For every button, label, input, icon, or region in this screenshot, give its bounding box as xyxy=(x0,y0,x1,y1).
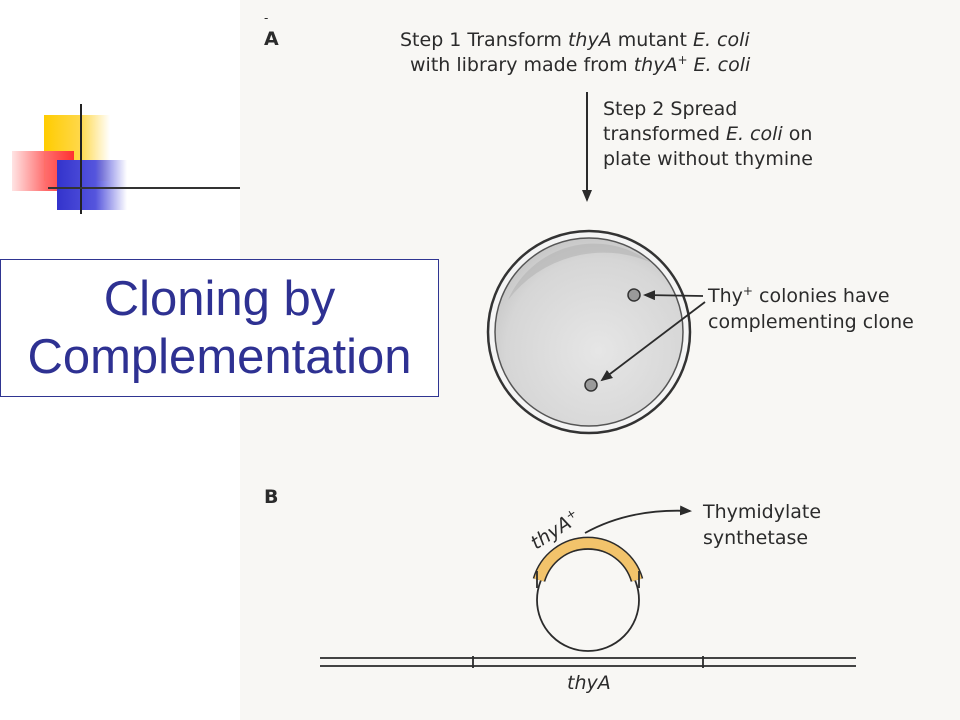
slide-title-line-2: Complementation xyxy=(27,330,412,384)
step1-line2-gene: thyA xyxy=(634,54,678,76)
step1-line2-sup: + xyxy=(677,53,687,67)
step1-line1-pre: Step 1 Transform xyxy=(400,29,568,51)
deco-vertical-line xyxy=(80,104,82,214)
product-arrow xyxy=(584,505,692,534)
step1-line1-org: E. coli xyxy=(693,29,750,51)
panel-b-label: B xyxy=(264,486,278,508)
slide-title-box: Cloning by Complementation xyxy=(0,259,439,397)
colonies-line1-sup: + xyxy=(743,284,753,298)
step1-line1-gene: thyA xyxy=(568,29,612,51)
step2-line3: plate without thymine xyxy=(603,148,813,170)
deco-blue-square xyxy=(57,160,127,210)
step1-line2-pre: with library made from xyxy=(410,54,634,76)
step1-line1-mid: mutant xyxy=(612,29,693,51)
colony-arrow-1 xyxy=(643,290,704,301)
colony-1 xyxy=(627,288,641,302)
step1-line2: with library made from thyA+ E. coli xyxy=(410,53,751,76)
step1-line1: Step 1 Transform thyA mutant E. coli xyxy=(400,29,750,51)
step2-line2-org: E. coli xyxy=(726,123,783,145)
step2-line2: transformed E. coli on xyxy=(603,123,812,145)
figure-mark: - xyxy=(264,11,268,25)
colonies-line1-pre: Thy xyxy=(707,285,743,307)
product-line1: Thymidylate xyxy=(702,501,821,523)
deco-horizontal-line xyxy=(48,187,240,189)
product-line2: synthetase xyxy=(703,527,808,549)
colony-2 xyxy=(584,378,598,392)
petri-plate-agar xyxy=(494,237,684,427)
insert-thyA-plus xyxy=(534,538,642,582)
step1-line2-org: E. coli xyxy=(688,54,751,76)
step2-line2-pre: transformed xyxy=(603,123,726,145)
step2-line2-post: on xyxy=(783,123,813,145)
colonies-line1: Thy+ colonies have xyxy=(707,284,890,307)
slide-title-line-1: Cloning by xyxy=(103,272,336,326)
colonies-line1-post: colonies have xyxy=(753,285,890,307)
panel-a-label: A xyxy=(264,28,279,50)
colony-arrow-2 xyxy=(600,301,706,382)
step2-line1: Step 2 Spread xyxy=(603,98,737,120)
chromosome-gene-label: thyA xyxy=(567,672,611,694)
colonies-line2: complementing clone xyxy=(708,311,914,333)
plate-shading xyxy=(508,243,650,300)
